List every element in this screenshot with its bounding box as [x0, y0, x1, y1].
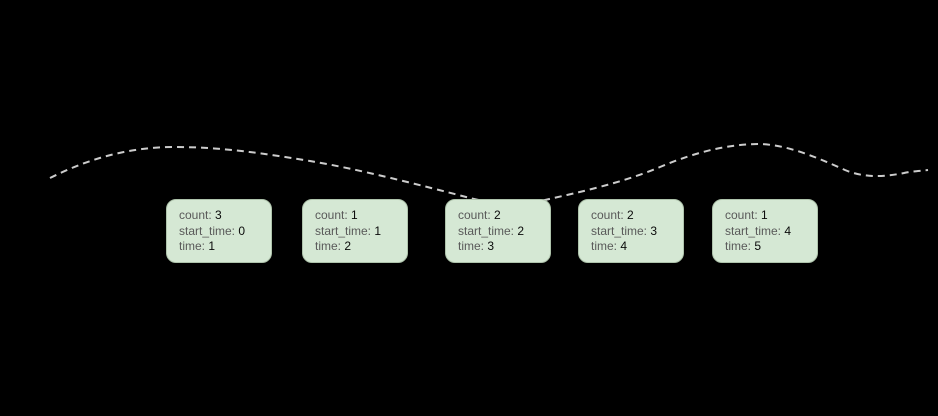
node-field: count: 2 [591, 208, 677, 224]
node-field: start_time: 2 [458, 224, 544, 240]
field-value: 1 [761, 208, 768, 222]
node-field: count: 1 [315, 208, 401, 224]
field-label: start_time: [315, 223, 372, 238]
interval-node-2: count: 1 start_time: 1 time: 2 [302, 199, 408, 263]
node-field: time: 2 [315, 239, 401, 255]
node-field: time: 5 [725, 239, 811, 255]
node-field: start_time: 1 [315, 224, 401, 240]
field-label: start_time: [179, 223, 236, 238]
node-field: count: 3 [179, 208, 265, 224]
field-value: 4 [620, 239, 628, 253]
node-field: count: 2 [458, 208, 544, 224]
node-field: start_time: 3 [591, 224, 677, 240]
field-label: count: [458, 208, 491, 222]
field-value: 1 [374, 223, 382, 238]
field-value: 3 [487, 239, 495, 253]
field-value: 4 [784, 223, 792, 238]
field-label: time: [591, 239, 618, 253]
node-field: count: 1 [725, 208, 811, 224]
field-label: start_time: [725, 223, 782, 238]
field-value: 3 [215, 208, 222, 222]
field-value: 2 [517, 223, 525, 238]
field-value: 0 [238, 223, 246, 238]
field-label: count: [315, 208, 348, 222]
field-label: time: [458, 239, 485, 253]
field-value: 2 [627, 208, 634, 222]
field-value: 2 [494, 208, 501, 222]
field-value: 5 [754, 239, 762, 253]
dashed-curve-path [49, 142, 929, 205]
node-field: start_time: 0 [179, 224, 265, 240]
field-value: 3 [650, 223, 658, 238]
field-label: time: [179, 239, 206, 253]
field-label: count: [725, 208, 758, 222]
node-field: time: 1 [179, 239, 265, 255]
field-value: 2 [344, 239, 352, 253]
field-label: start_time: [458, 223, 515, 238]
node-field: time: 3 [458, 239, 544, 255]
interval-node-1: count: 3 start_time: 0 time: 1 [166, 199, 272, 263]
field-label: time: [315, 239, 342, 253]
interval-node-3: count: 2 start_time: 2 time: 3 [445, 199, 551, 263]
node-field: start_time: 4 [725, 224, 811, 240]
field-label: count: [179, 208, 212, 222]
interval-node-4: count: 2 start_time: 3 time: 4 [578, 199, 684, 263]
field-value: 1 [351, 208, 358, 222]
field-value: 1 [208, 239, 216, 253]
interval-node-5: count: 1 start_time: 4 time: 5 [712, 199, 818, 263]
field-label: count: [591, 208, 624, 222]
node-field: time: 4 [591, 239, 677, 255]
field-label: start_time: [591, 223, 648, 238]
field-label: time: [725, 239, 752, 253]
